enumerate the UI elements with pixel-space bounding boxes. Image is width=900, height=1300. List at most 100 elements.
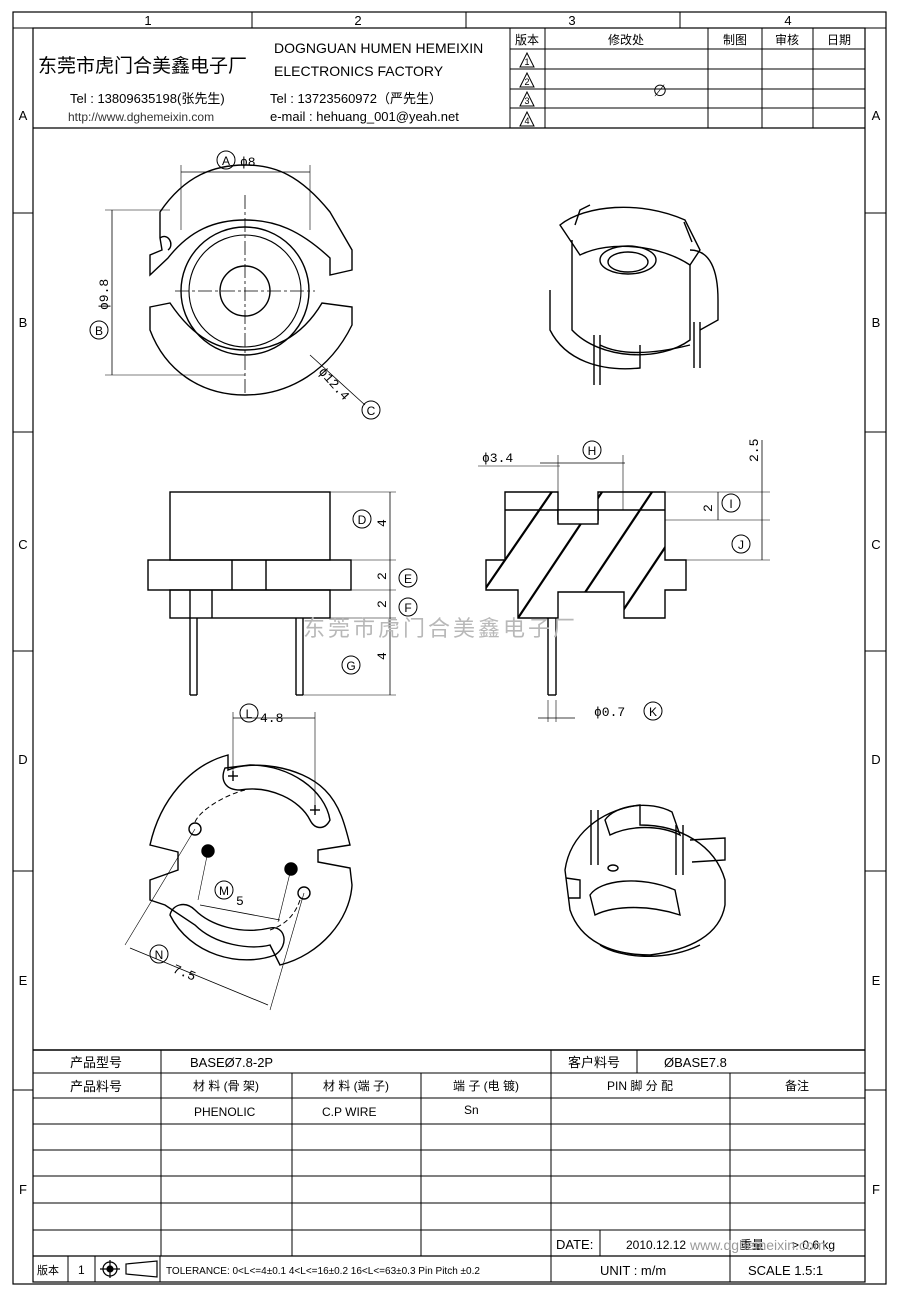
sheet-frame: [12, 11, 887, 1285]
row-markers: A B C D E F A B C D E F: [13, 108, 886, 1197]
dim-g-tag: G: [346, 659, 355, 673]
version-value: 1: [78, 1263, 85, 1277]
rev-header-date: 日期: [827, 33, 851, 47]
watermark-text: 东莞市虎门合美鑫电子厂: [303, 616, 578, 641]
dim-a-tag: A: [222, 154, 230, 168]
dim-b-value: ϕ9.8: [97, 279, 112, 310]
section-view: [478, 440, 770, 722]
dim-a-value: ϕ8: [240, 155, 256, 170]
dim-j-value: 2.5: [747, 439, 762, 462]
title-block-text: 产品型号 BASEØ7.8-2P 客户料号 ØBASE7.8 产品料号 材 料 …: [37, 1055, 835, 1278]
rev-triangle-icon: [519, 71, 535, 88]
dim-b-tag: B: [95, 324, 103, 338]
dim-i-tag: I: [729, 497, 732, 511]
header-block: 东莞市虎门合美鑫电子厂 DOGNGUAN HUMEN HEMEIXIN ELEC…: [33, 28, 865, 129]
col-marker-2: 2: [354, 13, 361, 28]
col-header-pin-material: 材 料 (端 子): [323, 1079, 389, 1093]
row-marker-e-right: E: [872, 973, 881, 988]
col-header-remarks: 备注: [785, 1078, 809, 1093]
product-part-label: 产品料号: [70, 1079, 122, 1094]
row-marker-d-right: D: [871, 752, 880, 767]
row-marker-f-right: F: [872, 1182, 880, 1197]
plating-value: Sn: [464, 1103, 479, 1117]
dim-f-tag: F: [404, 601, 411, 615]
title-block: [33, 1049, 865, 1282]
dim-h-tag: H: [588, 444, 597, 458]
company-url: http://www.dghemeixin.com: [68, 110, 214, 124]
rev-mark-1: 1: [524, 57, 529, 67]
row-marker-b-left: B: [19, 315, 28, 330]
date-label: DATE:: [556, 1237, 593, 1252]
top-view: [105, 164, 366, 406]
dim-d-value: 4: [375, 519, 390, 527]
dim-k-tag: K: [649, 705, 657, 719]
contact-email: e-mail : hehuang_001@yeah.net: [270, 109, 459, 124]
scale-value: SCALE 1.5:1: [748, 1263, 823, 1278]
tolerance-note: TOLERANCE: 0<L<=4±0.1 4<L<=16±0.2 16<L<=…: [166, 1266, 480, 1277]
section-view-labels: H ϕ3.4 I 2 J 2.5 K ϕ0.7: [482, 439, 762, 721]
rev-triangle-icon: [519, 90, 535, 107]
row-marker-c-right: C: [871, 537, 880, 552]
rev-header-version: 版本: [515, 33, 539, 47]
dim-m-tag: M: [219, 884, 229, 898]
customer-part-value: ØBASE7.8: [664, 1055, 727, 1070]
unit-value: UNIT : m/m: [600, 1263, 666, 1278]
dim-j-tag: J: [738, 538, 744, 552]
projection-symbol-icon: [100, 1260, 158, 1278]
dim-c-tag: C: [367, 404, 376, 418]
front-view-labels: D 4 E 2 F 2 G 4: [341, 509, 418, 675]
row-marker-c-left: C: [18, 537, 27, 552]
rev-mark-2: 2: [524, 77, 529, 87]
company-name-en-1: DOGNGUAN HUMEN HEMEIXIN: [274, 40, 483, 56]
isometric-view-top: [549, 204, 719, 385]
dim-e-tag: E: [404, 572, 412, 586]
col-marker-3: 3: [568, 13, 575, 28]
dim-g-value: 4: [375, 652, 390, 660]
customer-part-label: 客户料号: [568, 1055, 620, 1070]
product-model-label: 产品型号: [70, 1055, 122, 1070]
rev-mark-4: 4: [524, 116, 529, 126]
weight-value: > 0.6 kg: [792, 1238, 835, 1252]
dim-e-value: 2: [375, 572, 390, 580]
revision-table-headers: 版本 修改处 制图 审核 日期: [515, 32, 851, 47]
column-markers: 1 2 3 4: [144, 12, 792, 28]
rev-triangle-icon: [519, 110, 535, 127]
dim-l-value: 4.8: [260, 711, 283, 726]
product-model-value: BASEØ7.8-2P: [190, 1055, 273, 1070]
rev-header-checked: 审核: [775, 32, 799, 47]
dim-k-value: ϕ0.7: [594, 705, 625, 720]
col-header-bobbin: 材 料 (骨 架): [193, 1079, 259, 1093]
bottom-view-labels: L 4.8 M 5 N 7.5: [149, 703, 283, 984]
dim-f-value: 2: [375, 600, 390, 608]
site-watermark: www.dghemeixin.com: [689, 1237, 825, 1253]
row-marker-a-left: A: [19, 108, 28, 123]
dim-m-value: 5: [236, 894, 244, 909]
bottom-view: [124, 712, 353, 1011]
col-marker-1: 1: [144, 13, 151, 28]
dim-d-tag: D: [358, 513, 367, 527]
col-marker-4: 4: [784, 13, 791, 28]
weight-label: 重量: [740, 1238, 764, 1252]
material-pin: C.P WIRE: [322, 1105, 376, 1119]
dim-h-value: ϕ3.4: [482, 451, 513, 466]
col-header-plating: 端 子 (电 镀): [453, 1079, 519, 1093]
rev-header-change: 修改处: [608, 32, 644, 47]
rev-header-drawn: 制图: [723, 33, 747, 47]
version-label: 版本: [37, 1263, 59, 1277]
date-value: 2010.12.12: [626, 1238, 686, 1252]
contact-tel-2: Tel : 13723560972（严先生）: [270, 91, 442, 106]
rev-change-note: ∅: [653, 83, 667, 100]
col-header-pin-assign: PIN 脚 分 配: [607, 1078, 673, 1093]
material-bobbin: PHENOLIC: [194, 1105, 256, 1119]
row-marker-a-right: A: [872, 108, 881, 123]
row-marker-b-right: B: [872, 315, 881, 330]
revision-marks: 1 2 3 4 ∅: [519, 51, 667, 127]
dim-i-value: 2: [701, 504, 716, 512]
company-name-en-2: ELECTRONICS FACTORY: [274, 63, 444, 79]
front-view: [147, 491, 396, 696]
company-name-cn: 东莞市虎门合美鑫电子厂: [38, 55, 247, 77]
dim-n-tag: N: [155, 948, 164, 962]
row-marker-f-left: F: [19, 1182, 27, 1197]
